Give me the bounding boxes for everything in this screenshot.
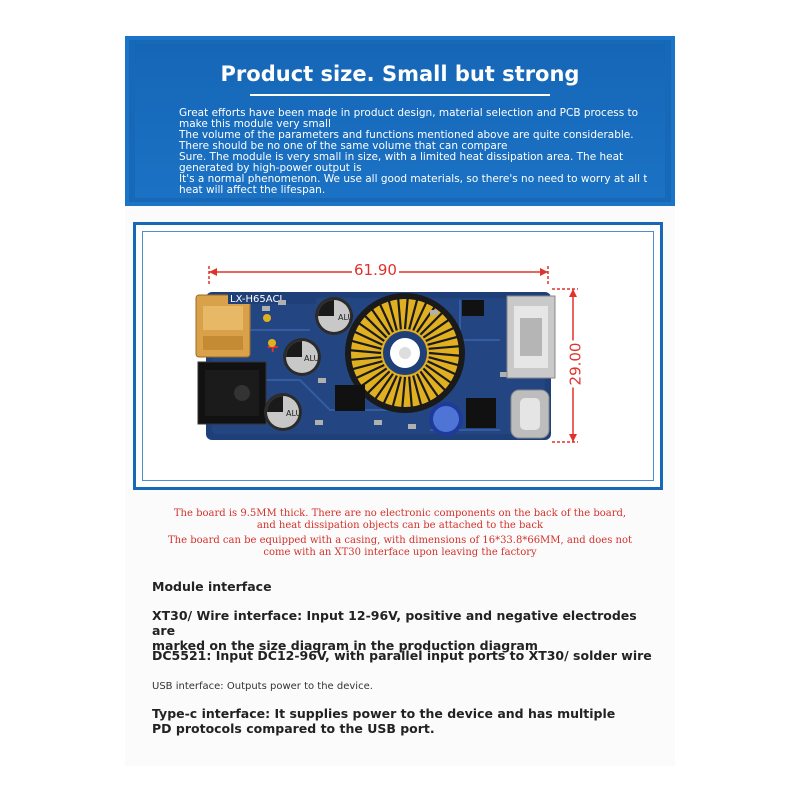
banner-line: There should be no one of the same volum… (179, 141, 508, 152)
banner-description: Great efforts have been made in product … (179, 108, 647, 196)
dc5521-description: DC5521: Input DC12-96V, with parallel in… (152, 648, 652, 663)
banner-line: make this module very small (179, 119, 331, 130)
interface-heading: Module interface (152, 579, 272, 594)
banner-line: It's a normal phenomenon. We use all goo… (179, 174, 647, 185)
title-underline (250, 94, 550, 96)
board-diagram-inner-border (142, 231, 654, 481)
width-label: 61.90 (352, 261, 399, 279)
usb-description: USB interface: Outputs power to the devi… (152, 681, 373, 692)
note-back: and heat dissipation objects can be atta… (256, 520, 544, 531)
banner-title: Product size. Small but strong (220, 62, 580, 86)
banner-line: heat will affect the lifespan. (179, 185, 326, 196)
typec-line: Type-c interface: It supplies power to t… (152, 706, 616, 721)
xt30-description: XT30/ Wire interface: Input 12-96V, posi… (152, 608, 652, 653)
xt30-line: XT30/ Wire interface: Input 12-96V, posi… (152, 608, 637, 638)
board-notes: The board is 9.5MM thick. There are no e… (140, 508, 660, 559)
height-label: 29.00 (566, 340, 585, 388)
typec-description: Type-c interface: It supplies power to t… (152, 706, 652, 736)
note-casing: The board can be equipped with a casing,… (167, 535, 633, 546)
note-thickness: The board is 9.5MM thick. There are no e… (173, 508, 627, 519)
banner-line: The volume of the parameters and functio… (179, 130, 634, 141)
banner-line: generated by high-power output is (179, 163, 362, 174)
note-xt30: come with an XT30 interface upon leaving… (263, 547, 537, 558)
banner-line: Great efforts have been made in product … (179, 108, 639, 119)
xt30-line: marked on the size diagram in the produc… (152, 638, 538, 653)
header-banner-inner: Product size. Small but strong Great eff… (135, 44, 665, 198)
banner-line: Sure. The module is very small in size, … (179, 152, 624, 163)
typec-line: PD protocols compared to the USB port. (152, 721, 435, 736)
header-banner: Product size. Small but strong Great eff… (125, 36, 675, 206)
